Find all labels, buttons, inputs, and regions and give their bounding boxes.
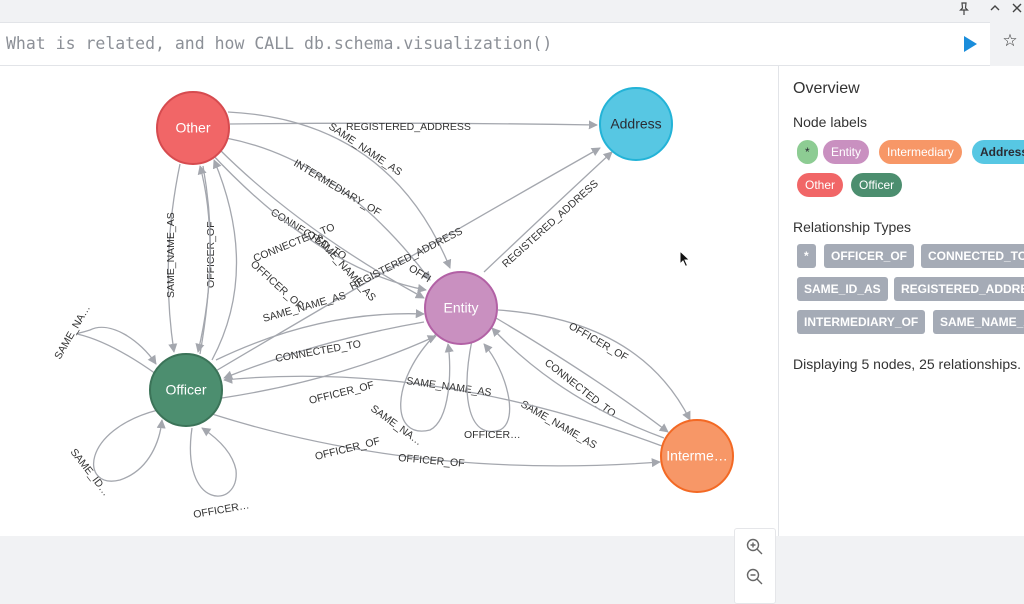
node-entity[interactable]: Entity (424, 271, 498, 345)
edge-label: SAME_NAME_AS (519, 398, 599, 451)
node-labels-title: Node labels (793, 114, 867, 130)
edge-label: OFFICER… (192, 499, 250, 521)
edge-officer-other[interactable] (197, 165, 211, 355)
edge-other-address[interactable] (229, 120, 598, 130)
node-label-pill-intermediary[interactable]: Intermediary (879, 140, 962, 164)
edge-label: SAME_NAME_AS (262, 290, 348, 325)
node-label: Address (610, 116, 661, 132)
overview-title: Overview (793, 80, 860, 97)
graph-canvas[interactable]: REGISTERED_ADDRESS SAME_NAME_AS INTERMED… (0, 66, 778, 604)
pin-icon[interactable] (955, 2, 973, 18)
edge-officer-self[interactable] (92, 409, 166, 482)
node-other[interactable]: Other (156, 91, 230, 165)
query-editor[interactable]: What is related, and how CALL db.schema.… (0, 22, 990, 66)
edge-label: OFFICER_OF (314, 435, 381, 463)
node-label-pill-entity[interactable]: Entity (823, 140, 870, 164)
relationship-tag-same-id-as[interactable]: SAME_ID_AS (797, 277, 888, 301)
edge-officer-intermediary[interactable] (211, 413, 661, 468)
edge-label: INTERMEDIARY_OF (291, 157, 383, 219)
node-label: Entity (443, 300, 478, 316)
edge-label: REGISTERED_ADDRESS (500, 178, 601, 270)
chevron-up-icon[interactable] (986, 2, 1004, 18)
edge-label: SAME_NAME_AS (312, 232, 378, 304)
node-label-pill-all[interactable]: * (797, 140, 818, 164)
window-topbar (0, 0, 1024, 22)
edge-entity-address[interactable] (483, 151, 613, 273)
query-input[interactable]: What is related, and how CALL db.schema.… (6, 34, 553, 53)
relationship-types-title: Relationship Types (793, 219, 912, 235)
overview-panel: Overview Node labels * Entity Intermedia… (778, 66, 1024, 536)
edge-label: SAME_NA… (52, 303, 93, 362)
edge-intermediary-officer[interactable] (223, 374, 663, 447)
zoom-controls (734, 528, 776, 604)
edge-other-entity[interactable] (225, 137, 431, 281)
node-officer[interactable]: Officer (149, 353, 223, 427)
zoom-out-icon[interactable] (745, 567, 765, 587)
edge-officer-self[interactable] (76, 326, 157, 375)
edge-officer-entity[interactable] (221, 335, 437, 399)
graph-status: Displaying 5 nodes, 25 relationships. (793, 356, 1022, 372)
relationship-tag-officer-of[interactable]: OFFICER_OF (824, 244, 915, 268)
edge-officer-entity[interactable] (215, 309, 425, 361)
edge-label: CONNECTED_TO (274, 338, 362, 365)
relationship-tag-same-name-as[interactable]: SAME_NAME_AS (933, 310, 1024, 334)
edge-officer-self[interactable] (189, 427, 237, 497)
node-label: Interme… (666, 448, 727, 464)
edge-officer-other[interactable] (211, 159, 238, 361)
edge-entity-intermediary[interactable] (497, 309, 691, 421)
edge-label: OFFICER_OF (308, 379, 375, 407)
edge-intermediary-entity[interactable] (491, 327, 665, 439)
relationship-tag-registered-address[interactable]: REGISTERED_ADDRESS (894, 277, 1024, 301)
edge-label: OFFICER… (464, 429, 521, 441)
edge-label: REGISTERED_ADDRESS (346, 121, 471, 133)
edge-entity-self[interactable] (400, 333, 454, 432)
node-address[interactable]: Address (599, 87, 673, 161)
edge-officer-address[interactable] (213, 147, 601, 373)
node-label-pill-other[interactable]: Other (797, 173, 844, 197)
node-intermediary[interactable]: Interme… (660, 419, 734, 493)
edge-other-entity[interactable] (209, 151, 427, 293)
edge-label: SAME_NAME_AS (165, 212, 177, 298)
edge-entity-officer[interactable] (223, 321, 425, 380)
edge-other-officer[interactable] (167, 163, 181, 353)
edge-label: OFFI (406, 262, 433, 285)
node-label: Officer (166, 382, 207, 398)
star-icon[interactable]: ☆ (1002, 31, 1018, 50)
relationship-tag-connected-to[interactable]: CONNECTED_TO (921, 244, 1024, 268)
edge-other-entity[interactable] (227, 111, 452, 269)
relationship-tag-all[interactable]: * (797, 244, 816, 268)
play-icon[interactable] (960, 34, 980, 54)
node-label-pill-address[interactable]: Address (972, 140, 1024, 164)
graph-visualization[interactable]: REGISTERED_ADDRESS SAME_NAME_AS INTERMED… (0, 66, 778, 536)
edge-label: OFFICER_OF (398, 452, 465, 470)
edge-label: OFFICER_OF (205, 221, 217, 288)
edge-entity-intermediary[interactable] (495, 317, 669, 433)
node-label: Other (175, 120, 210, 136)
edge-label: SAME_ID… (68, 446, 112, 498)
close-icon[interactable] (1008, 2, 1024, 18)
relationship-tag-intermediary-of[interactable]: INTERMEDIARY_OF (797, 310, 926, 334)
edge-other-entity[interactable] (217, 147, 425, 299)
edge-label: OFFICER_OF (567, 320, 631, 364)
node-label-pill-officer[interactable]: Officer (851, 173, 903, 197)
zoom-in-icon[interactable] (745, 537, 765, 557)
edge-entity-self[interactable] (466, 339, 511, 433)
